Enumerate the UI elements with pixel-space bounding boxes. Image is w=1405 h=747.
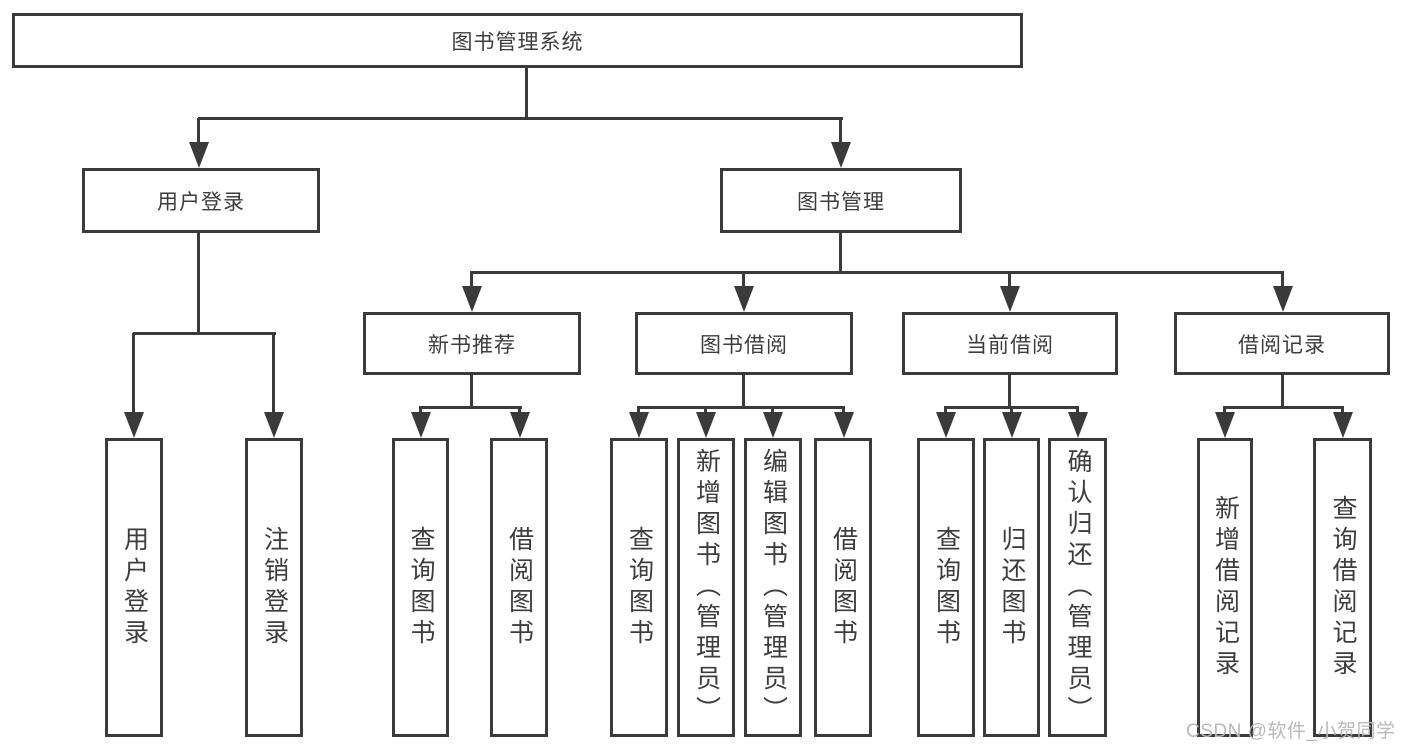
connector-line (1008, 273, 1011, 288)
node-root: 图书管理系统 (12, 13, 1023, 68)
arrowhead-down-icon (1333, 412, 1353, 438)
node-root-label: 图书管理系统 (451, 30, 584, 54)
leaf-logout-label: 注销登录 (260, 525, 289, 650)
connector-line (197, 232, 200, 335)
connector-line (419, 407, 422, 415)
leaf-add-borrow-record: 新增借阅记录 (1197, 438, 1253, 737)
node-borrow-records-label: 借阅记录 (1238, 333, 1326, 357)
connector-line (198, 117, 843, 120)
connector-line (272, 333, 275, 413)
node-user-login: 用户登录 (82, 168, 320, 233)
node-book-borrow: 图书借阅 (635, 312, 853, 375)
arrowhead-down-icon (411, 412, 431, 438)
connector-line (704, 407, 707, 415)
connector-line (133, 332, 276, 335)
connector-line (637, 407, 640, 415)
arrowhead-down-icon (696, 412, 716, 438)
node-book-borrow-label: 图书借阅 (700, 333, 788, 357)
arrowhead-down-icon (124, 412, 144, 438)
connector-line (1076, 407, 1079, 415)
node-new-book-recommend: 新书推荐 (363, 312, 581, 375)
arrowhead-down-icon (629, 412, 649, 438)
connector-line (525, 66, 528, 119)
connector-line (470, 374, 473, 408)
connector-line (1010, 407, 1013, 415)
leaf-borrow-book: 借阅图书 (814, 438, 872, 737)
node-book-management-label: 图书管理 (797, 190, 885, 214)
leaf-query-book-recommend: 查询图书 (392, 438, 449, 737)
node-new-book-recommend-label: 新书推荐 (428, 333, 516, 357)
leaf-borrow-book-recommend-label: 借阅图书 (505, 525, 534, 650)
node-book-management: 图书管理 (720, 168, 962, 233)
connector-line (839, 232, 842, 273)
arrowhead-down-icon (1000, 286, 1020, 312)
connector-line (842, 407, 845, 415)
arrowhead-down-icon (834, 412, 854, 438)
connector-line (839, 118, 842, 145)
connector-line (742, 273, 745, 288)
node-current-borrow-label: 当前借阅 (966, 333, 1054, 357)
leaf-logout: 注销登录 (245, 438, 303, 737)
leaf-borrow-book-recommend: 借阅图书 (490, 438, 548, 737)
connector-line (771, 407, 774, 415)
leaf-confirm-return-admin-label: 确认归还（管理员） (1064, 448, 1092, 727)
connector-line (637, 406, 845, 409)
connector-line (518, 407, 521, 415)
arrowhead-down-icon (189, 142, 209, 168)
arrowhead-down-icon (1002, 412, 1022, 438)
connector-line (132, 333, 135, 413)
leaf-add-borrow-record-label: 新增借阅记录 (1211, 494, 1240, 681)
connector-line (944, 407, 947, 415)
leaf-query-book-borrow: 查询图书 (610, 438, 668, 737)
leaf-borrow-book-label: 借阅图书 (829, 525, 858, 650)
arrowhead-down-icon (936, 412, 956, 438)
arrowhead-down-icon (734, 286, 754, 312)
connector-line (1008, 374, 1011, 408)
arrowhead-down-icon (510, 412, 530, 438)
connector-line (1223, 406, 1344, 409)
leaf-user-login-label: 用户登录 (120, 525, 149, 650)
csdn-watermark: CSDN @软件_小贺同学 (1186, 721, 1396, 742)
leaf-return-book-label: 归还图书 (998, 525, 1026, 650)
leaf-edit-book-admin-label: 编辑图书（管理员） (759, 448, 788, 727)
leaf-return-book: 归还图书 (983, 438, 1040, 737)
leaf-query-book-recommend-label: 查询图书 (407, 525, 435, 650)
leaf-query-book-borrow-label: 查询图书 (625, 525, 654, 650)
arrowhead-down-icon (264, 412, 284, 438)
node-user-login-label: 用户登录 (157, 190, 245, 214)
leaf-confirm-return-admin: 确认归还（管理员） (1048, 438, 1107, 737)
connector-line (742, 374, 745, 408)
arrowhead-down-icon (1215, 412, 1235, 438)
leaf-query-book-current-label: 查询图书 (932, 525, 961, 650)
leaf-query-borrow-record: 查询借阅记录 (1313, 438, 1372, 737)
node-borrow-records: 借阅记录 (1174, 312, 1390, 375)
connector-line (1281, 374, 1284, 408)
leaf-add-book-admin: 新增图书（管理员） (677, 438, 735, 737)
connector-line (1223, 407, 1226, 415)
node-current-borrow: 当前借阅 (902, 312, 1118, 375)
leaf-user-login: 用户登录 (105, 438, 163, 737)
connector-line (470, 271, 1284, 274)
connector-line (1281, 273, 1284, 288)
arrowhead-down-icon (763, 412, 783, 438)
arrowhead-down-icon (1068, 412, 1088, 438)
connector-line (419, 406, 522, 409)
connector-line (197, 118, 200, 145)
leaf-query-borrow-record-label: 查询借阅记录 (1329, 494, 1357, 681)
arrowhead-down-icon (462, 286, 482, 312)
arrowhead-down-icon (831, 142, 851, 168)
arrowhead-down-icon (1273, 286, 1293, 312)
leaf-query-book-current: 查询图书 (917, 438, 975, 737)
leaf-add-book-admin-label: 新增图书（管理员） (692, 448, 721, 727)
connector-line (1341, 407, 1344, 415)
leaf-edit-book-admin: 编辑图书（管理员） (744, 438, 802, 737)
connector-line (470, 273, 473, 288)
